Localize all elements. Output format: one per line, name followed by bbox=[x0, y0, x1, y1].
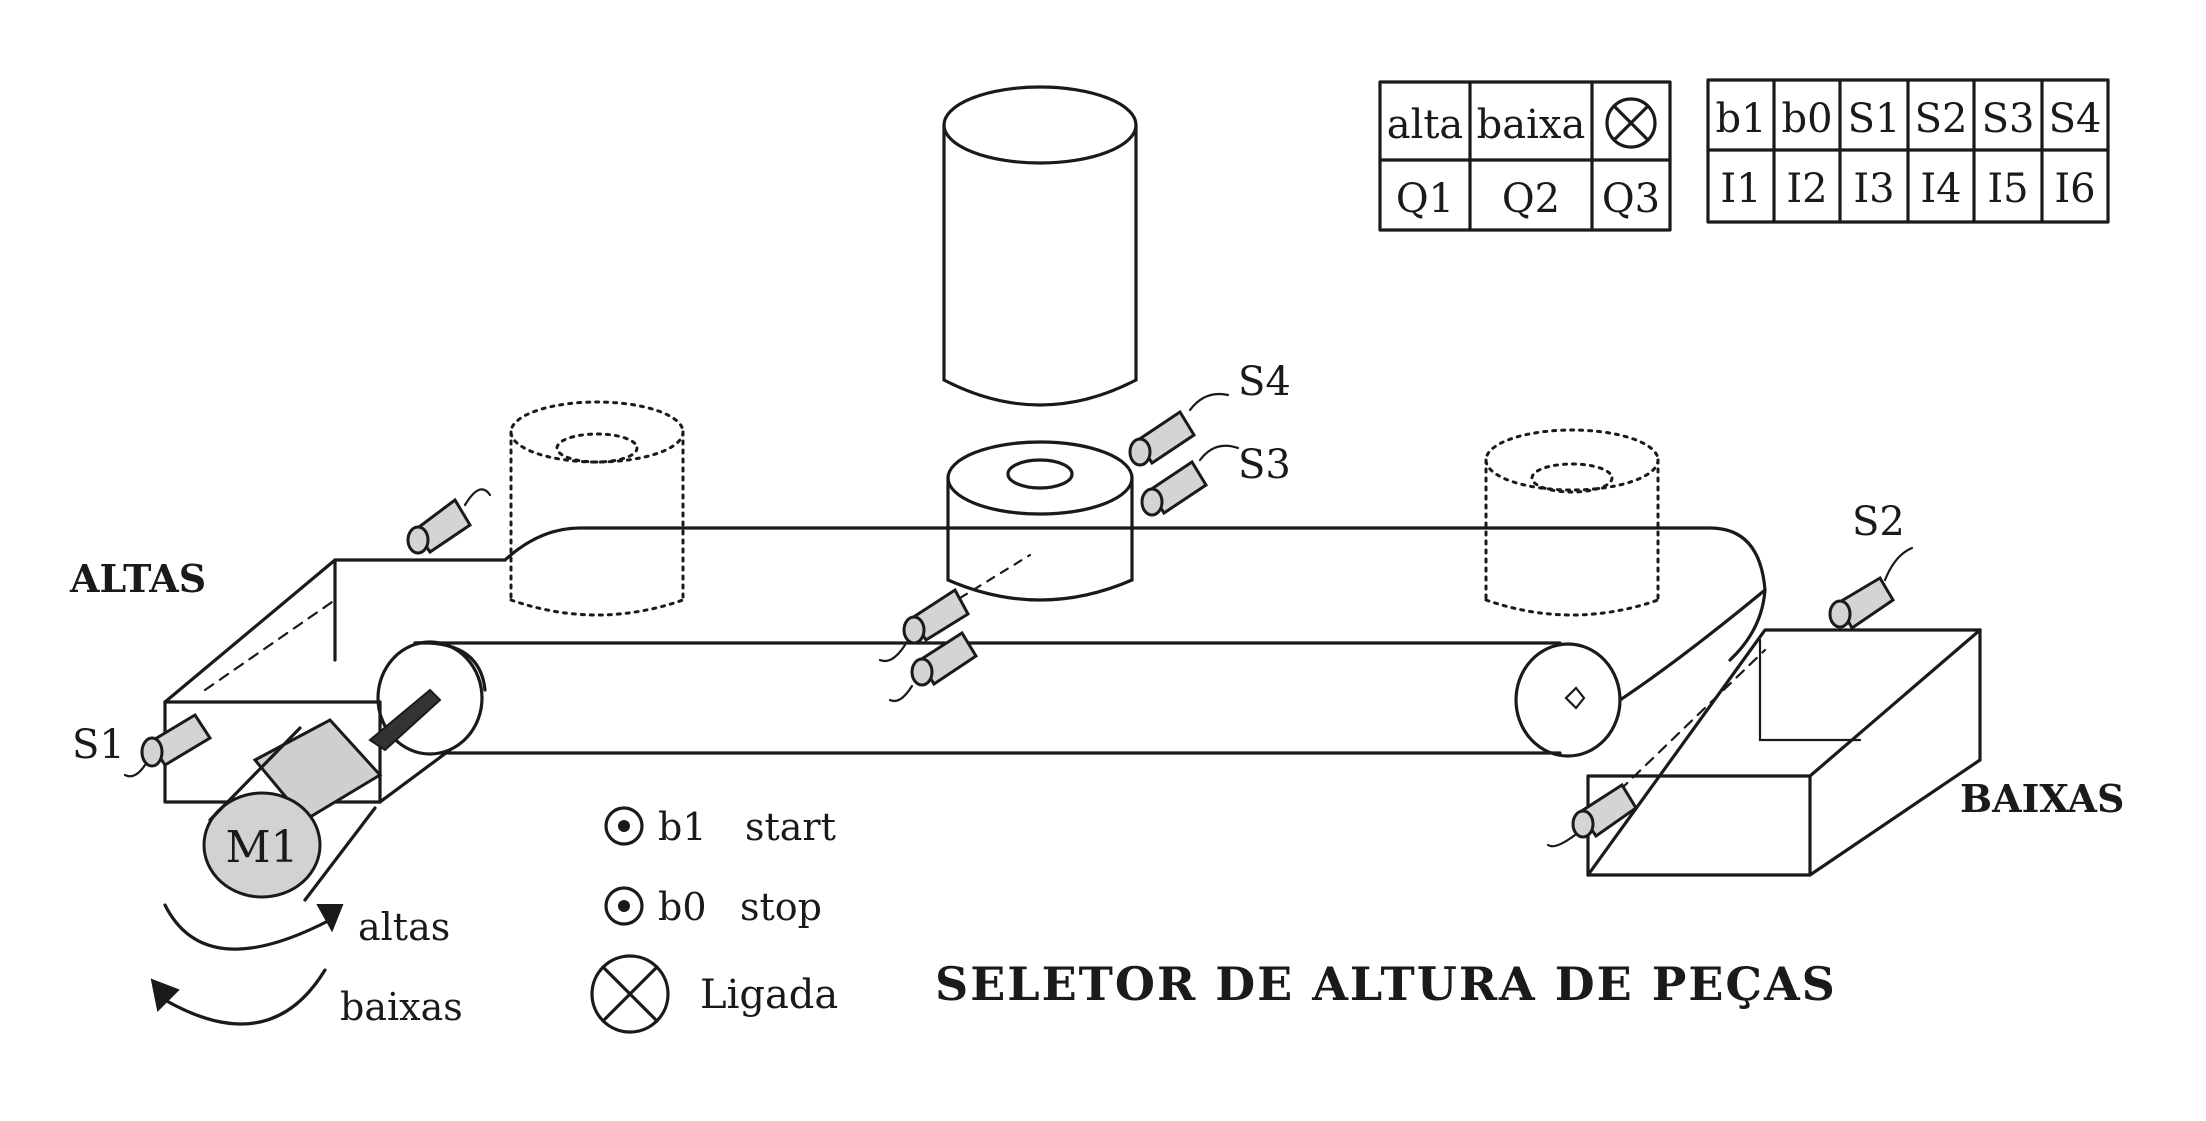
outputs-value-q1: Q1 bbox=[1396, 176, 1454, 222]
motor-direction-altas: altas bbox=[358, 905, 450, 949]
outputs-table: alta baixa Q1 Q2 Q3 bbox=[1378, 80, 1672, 232]
outputs-header-baixa: baixa bbox=[1477, 102, 1586, 148]
rotation-arrow-altas-icon bbox=[163, 903, 344, 951]
outputs-header-alta: alta bbox=[1387, 102, 1464, 148]
rotation-arrow-baixas-icon bbox=[150, 968, 327, 1026]
ghost-workpiece-right bbox=[1484, 428, 1660, 617]
inputs-value-i6: I6 bbox=[2054, 166, 2095, 212]
legend-stop-key: b0 bbox=[658, 885, 707, 929]
legend-lamp-text: Ligada bbox=[700, 972, 838, 1018]
sensor-label-s2: S2 bbox=[1852, 499, 1905, 545]
stop-button-icon bbox=[604, 886, 644, 926]
legend-start-key: b1 bbox=[658, 805, 707, 849]
outputs-value-q2: Q2 bbox=[1502, 176, 1560, 222]
bin-label-altas: ALTAS bbox=[69, 556, 206, 601]
inputs-value-i1: I1 bbox=[1720, 166, 1761, 212]
motor-direction-baixas: baixas bbox=[340, 985, 463, 1029]
sensor-label-s4: S4 bbox=[1238, 359, 1291, 405]
lamp-symbol-icon bbox=[1605, 97, 1657, 149]
sensor-s3 bbox=[1140, 444, 1240, 517]
sensor-s2 bbox=[1828, 546, 1914, 631]
inputs-header-b0: b0 bbox=[1781, 96, 1832, 142]
bin-label-baixas: BAIXAS bbox=[1960, 776, 2124, 821]
height-sensor-cylinder bbox=[942, 85, 1138, 407]
sensor-right-lower bbox=[1546, 782, 1639, 848]
legend-start-text: start bbox=[745, 805, 836, 849]
bin-baixas bbox=[1586, 628, 1982, 877]
inputs-header-s1: S1 bbox=[1848, 96, 1901, 142]
inputs-value-i3: I3 bbox=[1853, 166, 1894, 212]
outputs-value-q3: Q3 bbox=[1602, 176, 1660, 222]
inputs-header-s2: S2 bbox=[1915, 96, 1968, 142]
inputs-header-s3: S3 bbox=[1982, 96, 2035, 142]
conveyor-belt bbox=[376, 526, 1767, 758]
sensor-front-upper bbox=[878, 553, 1032, 663]
inputs-header-s4: S4 bbox=[2049, 96, 2102, 142]
inputs-table: b1 b0 S1 S2 S3 S4 I1 I2 I3 I4 I5 I6 bbox=[1706, 78, 2110, 224]
sensor-s1 bbox=[123, 712, 213, 778]
sensor-label-s1: S1 bbox=[72, 722, 125, 768]
start-button-icon bbox=[604, 806, 644, 846]
workpiece-center bbox=[946, 440, 1134, 602]
sensor-left-pair bbox=[406, 488, 492, 555]
motor-label: M1 bbox=[225, 822, 298, 873]
sensor-label-s3: S3 bbox=[1238, 442, 1291, 488]
sensor-s4 bbox=[1128, 392, 1230, 467]
inputs-header-b1: b1 bbox=[1715, 96, 1766, 142]
diagram-title: SELETOR DE ALTURA DE PEÇAS bbox=[935, 957, 1837, 1011]
sensor-front-lower bbox=[888, 630, 979, 703]
inputs-value-i5: I5 bbox=[1987, 166, 2028, 212]
inputs-value-i4: I4 bbox=[1920, 166, 1961, 212]
motor-m1: M1 bbox=[202, 688, 442, 902]
inputs-value-i2: I2 bbox=[1786, 166, 1827, 212]
legend-stop-text: stop bbox=[740, 885, 822, 929]
lamp-on-icon bbox=[590, 954, 670, 1034]
ghost-workpiece-left bbox=[509, 400, 685, 617]
